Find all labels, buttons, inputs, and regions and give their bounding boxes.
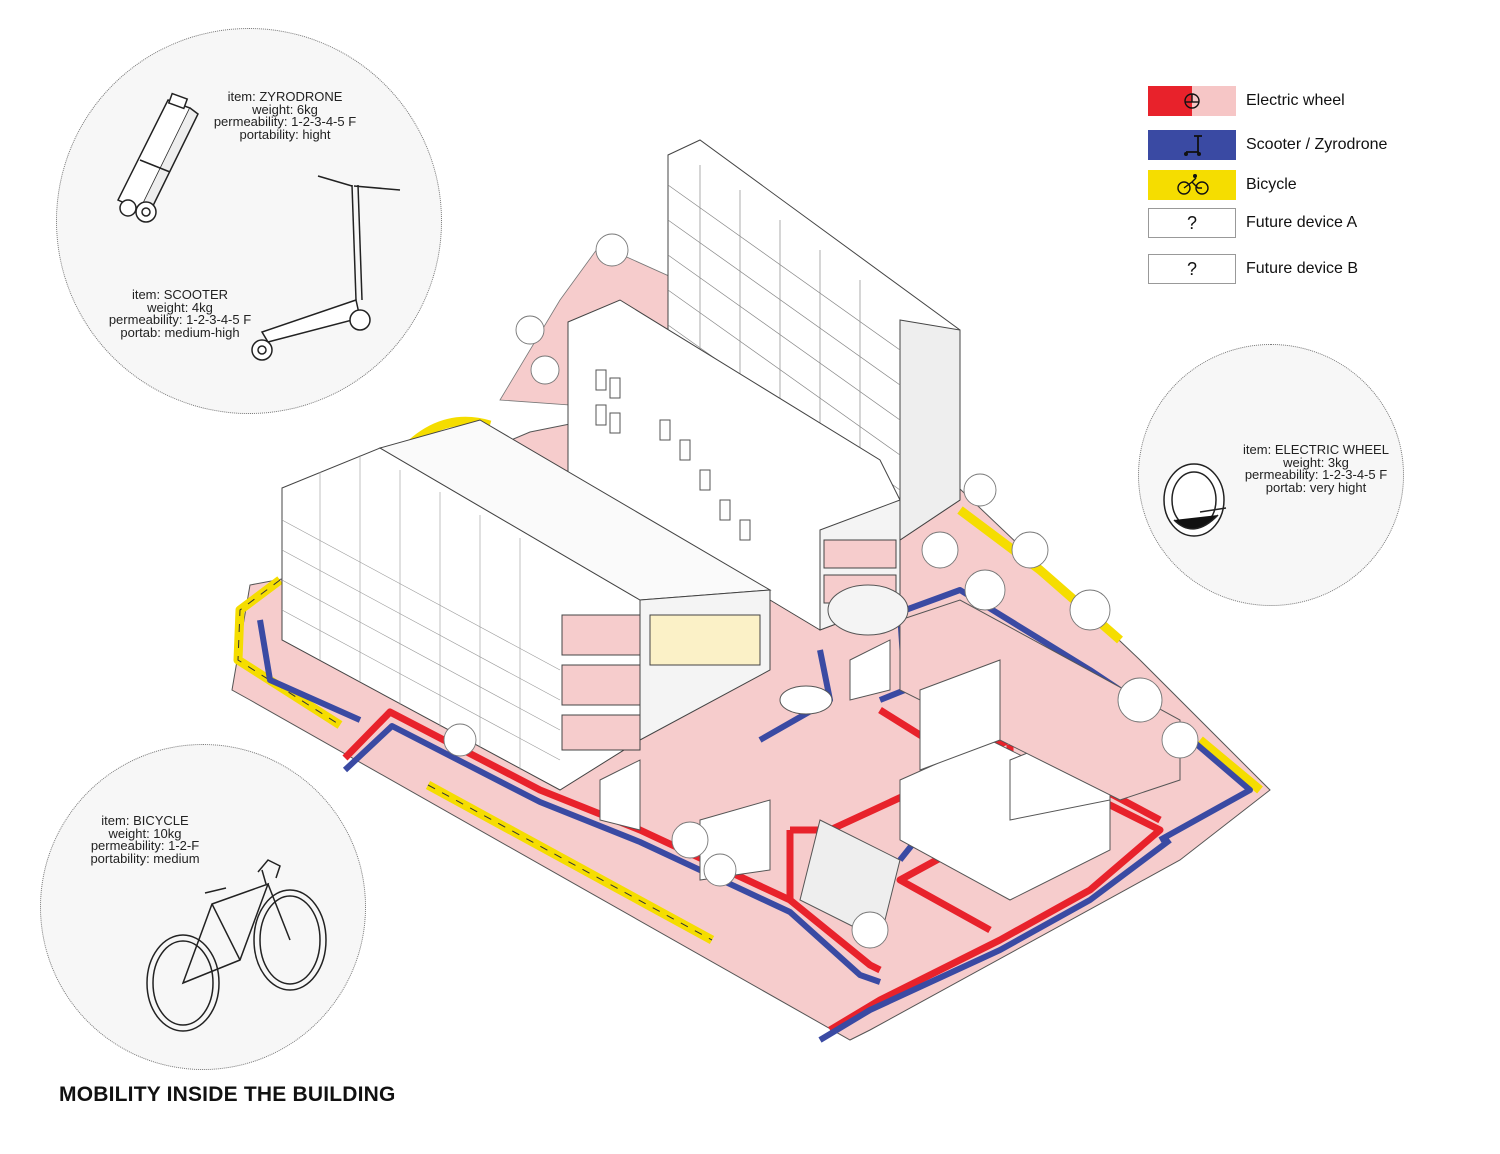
scooter-permeability-line: permeability: 1-2-3-4-5 F <box>108 312 252 327</box>
electric-wheel-item-line: item: ELECTRIC WHEEL <box>1243 442 1389 457</box>
legend-item-future-device-a: ? Future device A <box>1148 208 1468 240</box>
scooter-icon <box>1184 135 1202 156</box>
bicycle-route-dashes <box>237 579 713 941</box>
legend-label-future-device-a: Future device A <box>1246 214 1358 231</box>
bicycle-item-line: item: BICYCLE <box>101 813 189 828</box>
scooter-swatch <box>1148 130 1236 160</box>
scooter-weight-line: weight: 4kg <box>147 299 213 315</box>
zyrodrone-weight-line: weight: 6kg <box>252 101 318 117</box>
legend-label-future-device-b: Future device B <box>1246 260 1359 277</box>
zyrodrone-item-line: item: ZYRODRONE <box>227 89 343 104</box>
electric-wheel-swatch <box>1148 86 1236 116</box>
scooter-icon <box>251 175 401 361</box>
electric-wheel-permeability-line: permeability: 1-2-3-4-5 F <box>1244 467 1388 482</box>
future-device-a-swatch: ? <box>1148 208 1236 238</box>
legend-item-bicycle: Bicycle <box>1148 170 1468 202</box>
zyrodrone-portability-line: portability: hight <box>239 126 331 142</box>
scooter-portability-line: portab: medium-high <box>120 324 240 340</box>
electric-wheel-spec: item: ELECTRIC WHEEL weight: 3kg permeab… <box>1236 442 1396 495</box>
bicycle-icon <box>1177 174 1209 195</box>
bicycle-icon <box>146 859 327 1032</box>
legend-item-future-device-b: ? Future device B <box>1148 254 1468 286</box>
zyrodrone-icon <box>116 92 199 223</box>
electric-wheel-icon <box>1163 463 1227 537</box>
diagram-title: MOBILITY INSIDE THE BUILDING <box>59 1083 396 1106</box>
electric-wheel-icon <box>1184 93 1200 109</box>
legend-item-scooter: Scooter / Zyrodrone <box>1148 130 1468 162</box>
scooter-item-line: item: SCOOTER <box>131 287 229 302</box>
legend-label-bicycle: Bicycle <box>1246 176 1297 193</box>
trees <box>443 233 1199 949</box>
zyrodrone-scooter-circle <box>56 28 442 414</box>
legend-label-electric-wheel: Electric wheel <box>1246 92 1345 109</box>
interior-rooms <box>599 584 1181 941</box>
bicycle-permeability-line: permeability: 1-2-F <box>90 838 200 853</box>
bicycle-circle <box>40 744 366 1070</box>
bicycle-portability-line: portability: medium <box>90 850 200 866</box>
electric-wheel-portability-line: portab: very hight <box>1265 479 1367 495</box>
zyrodrone-permeability-line: permeability: 1-2-3-4-5 F <box>213 114 357 129</box>
legend-label-scooter: Scooter / Zyrodrone <box>1246 136 1388 153</box>
scooter-spec: item: SCOOTER weight: 4kg permeability: … <box>100 287 260 340</box>
main-block-building <box>281 419 772 791</box>
future-device-b-swatch: ? <box>1148 254 1236 284</box>
electric-wheel-weight-line: weight: 3kg <box>1283 454 1349 470</box>
bicycle-swatch <box>1148 170 1236 200</box>
bicycle-spec: item: BICYCLE weight: 10kg permeability:… <box>70 813 220 866</box>
bicycle-weight-line: weight: 10kg <box>108 825 182 841</box>
zyrodrone-spec: item: ZYRODRONE weight: 6kg permeability… <box>210 89 360 142</box>
legend-item-electric-wheel: Electric wheel <box>1148 86 1468 118</box>
